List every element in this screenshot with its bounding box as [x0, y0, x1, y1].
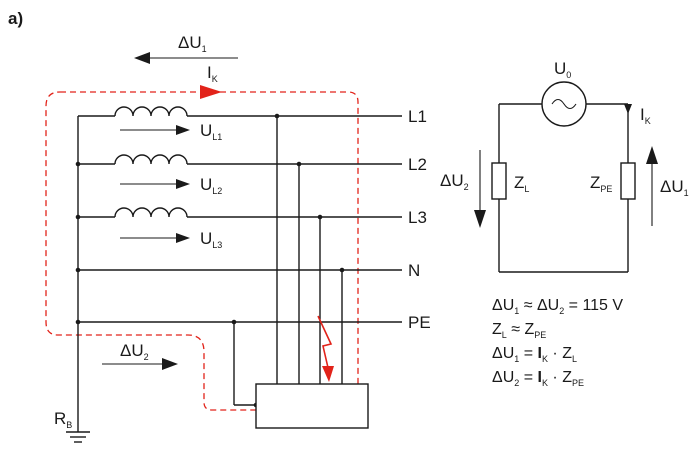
line-label-l2: L2 [408, 155, 427, 174]
fault-current-arrowhead [200, 85, 222, 99]
junction-dot [75, 161, 81, 167]
equation-1: ΔU1 ≈ ΔU2 = 115 V [492, 297, 623, 316]
junction-dot [274, 113, 280, 119]
junction-dot [231, 319, 237, 325]
rc-current-arrowhead [624, 104, 632, 114]
source-label: U0 [554, 59, 571, 80]
l3-inductor [114, 207, 188, 218]
line-label-pe: PE [408, 313, 431, 332]
junction-dot [75, 267, 81, 273]
line-label-n: N [408, 261, 420, 280]
fault-current-label: IK [207, 63, 218, 84]
delta-u2-label: ΔU2 [120, 341, 149, 362]
line-label-l3: L3 [408, 208, 427, 227]
rc-current-label: IK [640, 105, 651, 126]
delta-u1-arrowhead [134, 52, 150, 64]
l1-inductor [114, 106, 188, 117]
ground-resistor-label: RB [54, 409, 72, 430]
fault-lightning-icon [317, 315, 333, 373]
figure-label: a) [8, 9, 23, 28]
zl-label: ZL [514, 173, 529, 194]
rc-delta-u2-arrowhead [474, 210, 486, 228]
zl-impedance [491, 162, 507, 200]
ul3-label: UL3 [200, 229, 222, 250]
ul1-arrowhead [176, 125, 190, 135]
delta-u2-arrowhead [162, 358, 178, 370]
equation-4: ΔU2 = IK · ZPE [492, 369, 584, 388]
delta-u1-label: ΔU1 [178, 33, 207, 54]
rc-delta-u2-label: ΔU2 [440, 171, 469, 192]
ac-wave-icon [551, 98, 577, 110]
left-circuit: ΔU1 IK L1 L2 L3 N PE UL1 [45, 33, 431, 443]
right-circuit: U0 IK ZL ZPE ΔU2 ΔU1 [440, 59, 689, 273]
zpe-impedance [620, 162, 636, 200]
junction-dot [317, 214, 323, 220]
ul3-arrowhead [176, 233, 190, 243]
equations: ΔU1 ≈ ΔU2 = 115 V ZL ≈ ZPE ΔU1 = IK · ZL… [492, 297, 623, 388]
junction-dot [339, 267, 345, 273]
ul1-label: UL1 [200, 121, 222, 142]
ul2-label: UL2 [200, 175, 222, 196]
l2-inductor [114, 154, 188, 165]
equation-2: ZL ≈ ZPE [492, 321, 546, 340]
junction-dot [296, 161, 302, 167]
ul2-arrowhead [176, 179, 190, 189]
junction-dot [75, 319, 81, 325]
junction-dot [75, 214, 81, 220]
line-label-l1: L1 [408, 107, 427, 126]
zpe-label: ZPE [590, 173, 612, 194]
fault-loop-path [45, 91, 359, 411]
rc-delta-u1-label: ΔU1 [660, 177, 689, 198]
rc-delta-u1-arrowhead [646, 146, 658, 164]
equation-3: ΔU1 = IK · ZL [492, 345, 577, 364]
device-housing [255, 383, 369, 429]
fault-lightning-tip [322, 366, 334, 382]
